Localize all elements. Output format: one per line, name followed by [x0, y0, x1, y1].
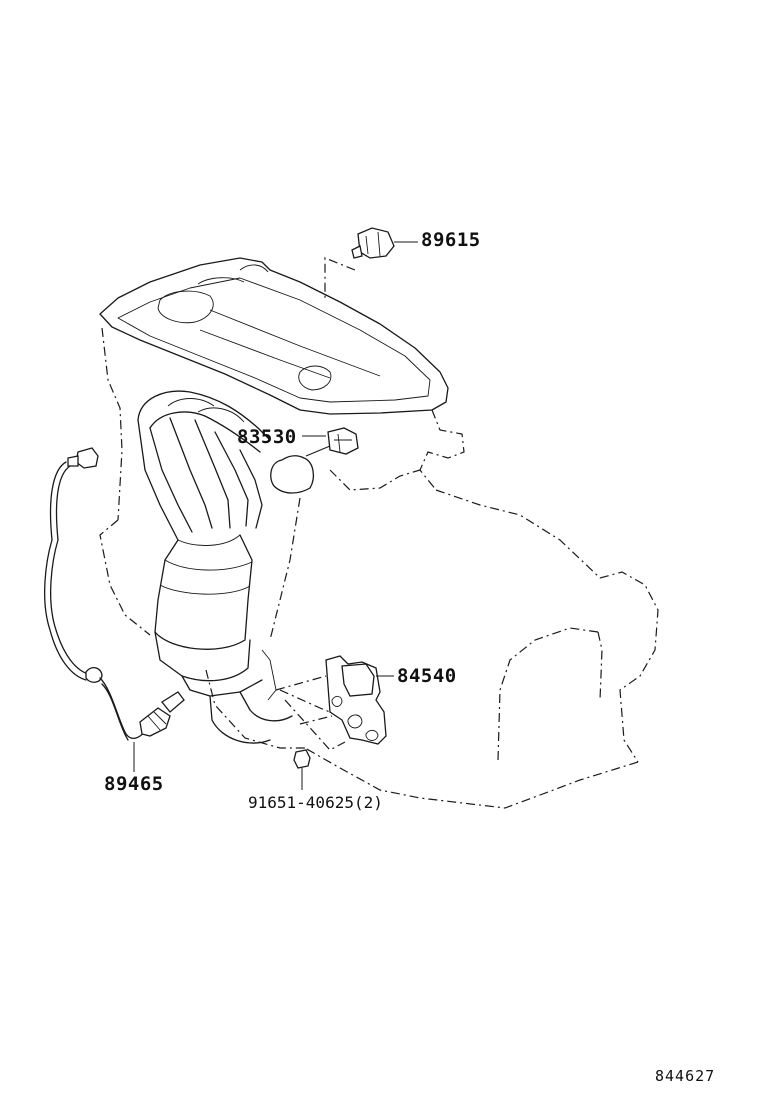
part-number-oil-pressure-switch[interactable]: 83530 — [237, 426, 297, 448]
diagram-id: 844627 — [655, 1067, 716, 1085]
part-number-knock-sensor[interactable]: 89615 — [421, 229, 481, 251]
engine-block — [99, 257, 659, 809]
part-number-oxygen-sensor[interactable]: 89465 — [104, 773, 164, 795]
sensor-bracket-drawing — [275, 655, 394, 790]
oil-pressure-switch-drawing — [270, 427, 359, 494]
exhaust-manifold — [137, 390, 271, 541]
knock-sensor-drawing — [351, 227, 418, 259]
part-number-bolt[interactable]: 91651-40625(2) — [248, 793, 383, 812]
catalytic-converter — [154, 534, 293, 744]
cylinder-head-cover — [99, 257, 449, 415]
oxygen-sensor-drawing — [44, 447, 185, 772]
part-number-sensor-bracket[interactable]: 84540 — [397, 665, 457, 687]
